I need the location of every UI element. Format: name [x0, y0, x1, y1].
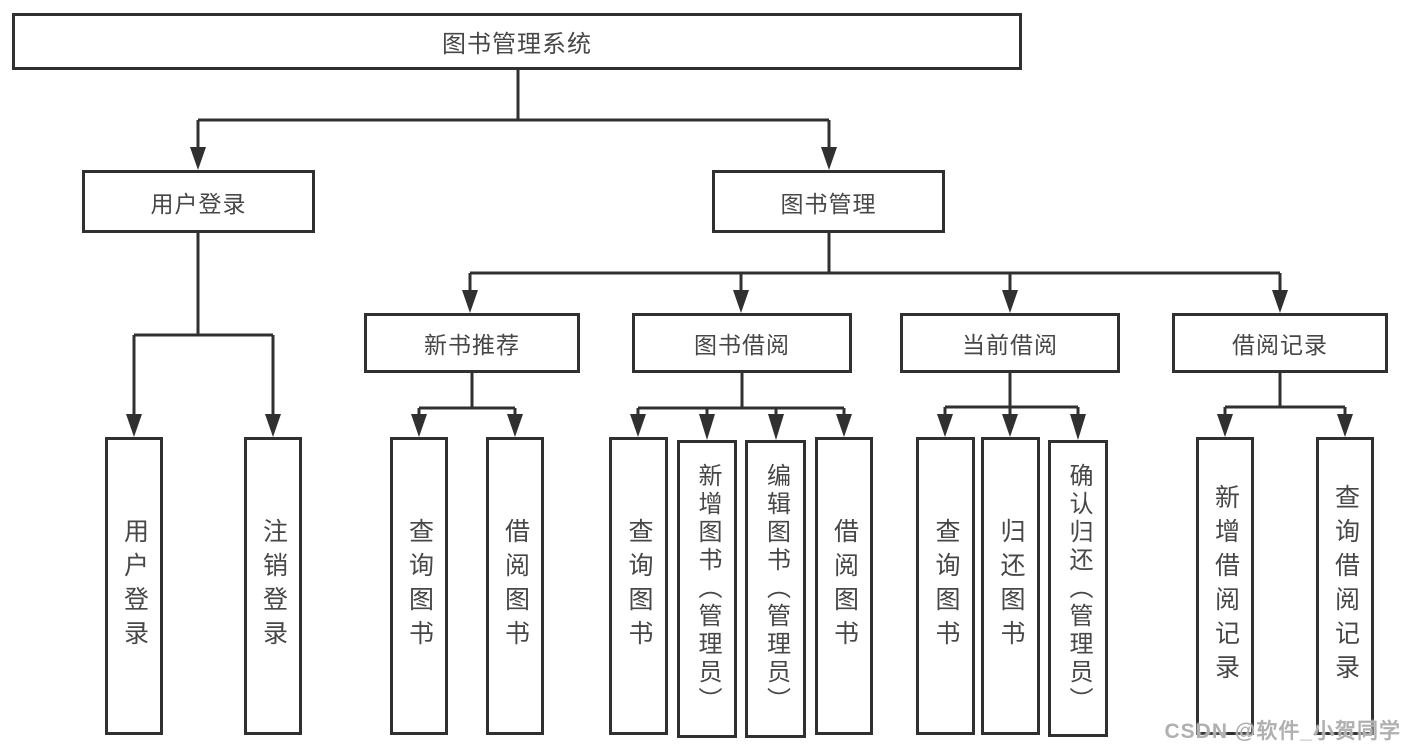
node-current-borrow-label: 当前借阅: [962, 332, 1058, 358]
leaf-query-books-recommend: 查询图书: [390, 437, 448, 735]
leaf-logout: 注销登录: [244, 437, 302, 735]
leaf-add-books-admin: 新增图书（管理员）: [677, 440, 737, 738]
connector-book-mgmt: [468, 233, 1282, 294]
node-current-borrow: 当前借阅: [900, 313, 1120, 373]
node-user-login-module-label: 用户登录: [150, 190, 247, 217]
leaf-return-books-label: 归还图书: [997, 518, 1025, 654]
connector-root: [196, 70, 831, 151]
leaf-query-books-recommend-label: 查询图书: [405, 518, 434, 654]
connector-user-login: [132, 233, 275, 418]
node-new-book-recommend: 新书推荐: [364, 313, 580, 373]
leaf-query-borrow-record: 查询借阅记录: [1316, 437, 1374, 735]
leaf-add-borrow-record-label: 新增借阅记录: [1211, 484, 1240, 688]
leaf-add-books-admin-label: 新增图书（管理员）: [694, 463, 721, 715]
node-user-login-module: 用户登录: [82, 170, 315, 233]
leaf-borrow-books-label: 借阅图书: [830, 518, 859, 654]
connector-current: [943, 373, 1080, 418]
node-root-label: 图书管理系统: [442, 31, 592, 58]
connector-borrow: [636, 373, 846, 418]
leaf-query-books-current-label: 查询图书: [932, 518, 960, 654]
node-new-book-recommend-label: 新书推荐: [424, 332, 520, 358]
node-root: 图书管理系统: [12, 13, 1022, 70]
leaf-borrow-books: 借阅图书: [815, 437, 873, 735]
leaf-edit-books-admin: 编辑图书（管理员）: [745, 440, 806, 738]
leaf-query-borrow-record-label: 查询借阅记录: [1331, 484, 1360, 688]
node-book-management-module: 图书管理: [712, 170, 945, 233]
leaf-return-books: 归还图书: [981, 437, 1040, 735]
connector-records: [1223, 373, 1347, 418]
leaf-query-books-current: 查询图书: [916, 437, 975, 735]
node-book-management-module-label: 图书管理: [780, 190, 877, 217]
node-borrow-records: 借阅记录: [1172, 313, 1388, 373]
leaf-confirm-return-admin-label: 确认归还（管理员）: [1065, 462, 1092, 715]
leaf-logout-label: 注销登录: [259, 518, 288, 654]
watermark: CSDN @软件_小贺同学: [1164, 720, 1401, 743]
leaf-borrow-books-recommend: 借阅图书: [486, 437, 544, 735]
node-book-borrow-label: 图书借阅: [694, 332, 790, 358]
leaf-query-books-borrow-label: 查询图书: [625, 518, 653, 654]
node-book-borrow: 图书借阅: [632, 313, 852, 373]
leaf-user-login-label: 用户登录: [120, 518, 149, 654]
arrowheads: [126, 147, 1353, 440]
node-borrow-records-label: 借阅记录: [1232, 332, 1328, 358]
leaf-query-books-borrow: 查询图书: [609, 437, 668, 735]
leaf-edit-books-admin-label: 编辑图书（管理员）: [762, 463, 790, 715]
leaf-add-borrow-record: 新增借阅记录: [1196, 437, 1254, 735]
leaf-confirm-return-admin: 确认归还（管理员）: [1048, 440, 1108, 737]
leaf-user-login: 用户登录: [105, 437, 163, 735]
connector-new-book: [417, 373, 517, 418]
leaf-borrow-books-recommend-label: 借阅图书: [501, 518, 530, 654]
